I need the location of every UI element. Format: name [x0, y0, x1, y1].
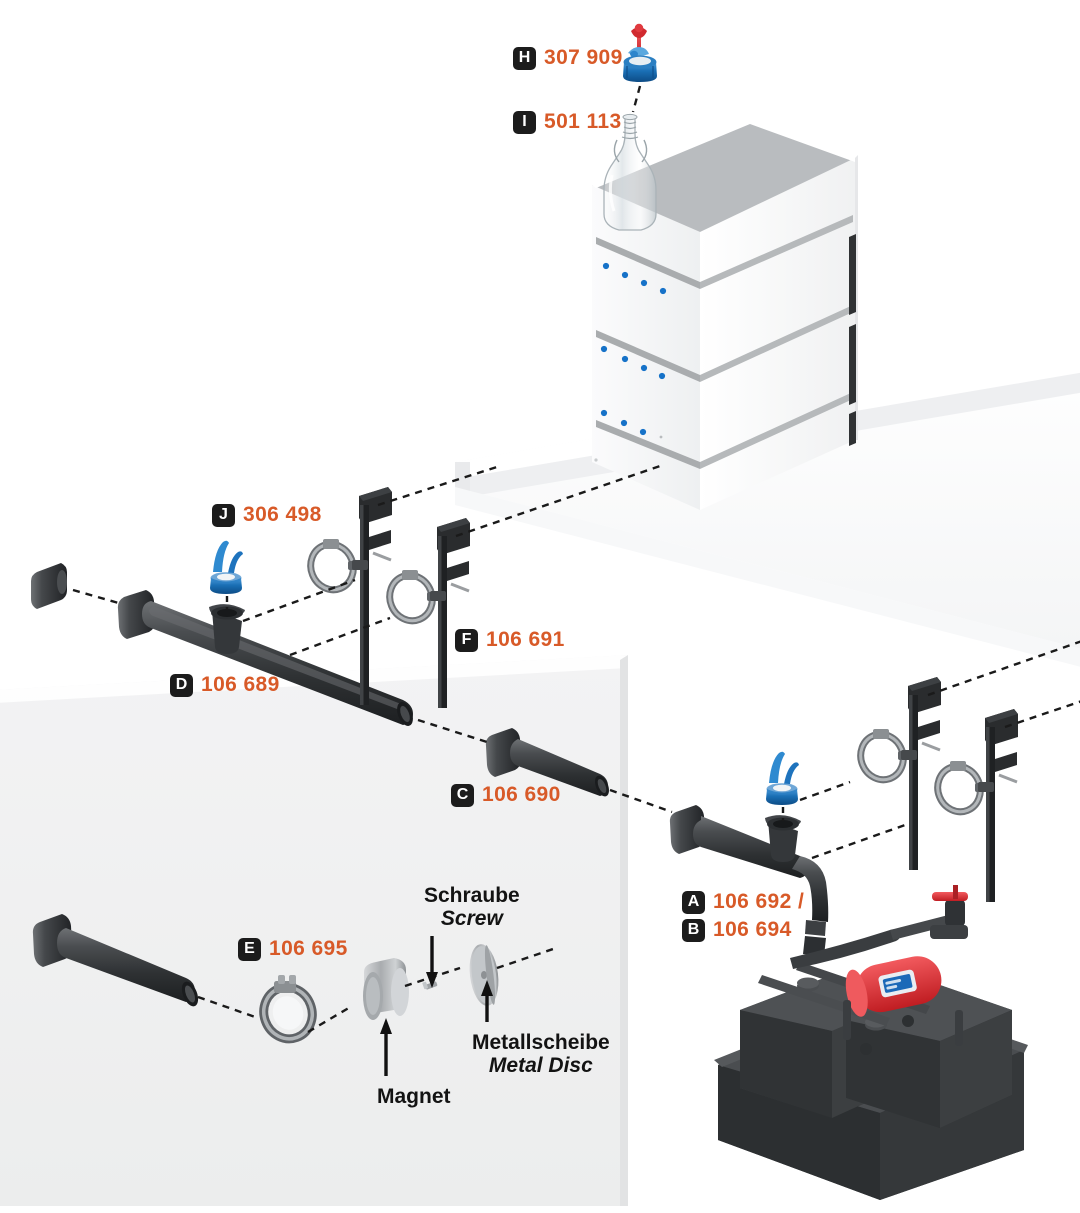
pipe-end-cap	[31, 563, 67, 609]
callout-badge-a: A	[682, 890, 705, 914]
callout-number-d: 106 689	[201, 673, 280, 696]
callout-badge-i: I	[513, 110, 536, 134]
callout-f: F 106 691	[455, 628, 565, 652]
callout-badge-f: F	[455, 628, 478, 652]
magnet-part	[363, 958, 409, 1020]
blue-fitting-right	[766, 751, 799, 805]
cabinet-column	[588, 116, 858, 510]
callout-badge-c: C	[451, 783, 474, 807]
callout-e: E 106 695	[238, 937, 348, 961]
callout-badge-b: B	[682, 918, 705, 942]
annotation-metal-disc-de: Metallscheibe	[472, 1031, 610, 1054]
callout-number-b: 106 694	[713, 918, 792, 941]
annotation-metal-disc-en: Metal Disc	[488, 1053, 593, 1077]
callout-badge-d: D	[170, 673, 193, 697]
callout-badge-e: E	[238, 937, 261, 961]
clamp-post-assembly-4	[934, 709, 1018, 902]
callout-d: D 106 689	[170, 673, 280, 697]
callout-c: C 106 690	[451, 783, 561, 807]
callout-row-a: A 106 692 /	[682, 890, 804, 914]
callout-badge-j: J	[212, 503, 235, 527]
screw-part	[422, 981, 438, 990]
annotation-screw-en: Screw	[440, 906, 503, 930]
annotation-magnet: Magnet	[377, 1085, 451, 1109]
pipe-run-upper	[31, 563, 413, 726]
clamp-post-assembly-2	[386, 518, 470, 708]
pipe-segment-e	[32, 914, 199, 1007]
callout-number-j: 306 498	[243, 503, 322, 526]
callout-badge-h: H	[513, 46, 536, 70]
callout-ab: A 106 692 / B 106 694	[682, 890, 804, 946]
callout-i: I 501 113	[513, 110, 622, 134]
annotation-screw-de: Schraube	[424, 884, 520, 907]
worktop-surface	[455, 355, 1080, 667]
annotation-metal-disc: Metallscheibe Metal Disc	[472, 1031, 610, 1077]
callout-number-h: 307 909	[544, 46, 623, 69]
clamp-post-assembly-3	[857, 677, 941, 870]
clamp-e	[259, 975, 317, 1044]
blue-cap-with-red-handle	[623, 23, 657, 82]
callout-number-i: 501 113	[544, 110, 622, 133]
callout-h: H 307 909	[513, 46, 623, 70]
callout-row-b: B 106 694	[682, 918, 804, 942]
callout-j: J 306 498	[212, 503, 322, 527]
callout-number-f: 106 691	[486, 628, 565, 651]
callout-number-e: 106 695	[269, 937, 348, 960]
callout-number-a: 106 692 /	[713, 890, 805, 913]
metal-disc-part	[469, 944, 499, 1006]
blue-fitting-j	[210, 540, 243, 594]
annotation-screw: Schraube Screw	[424, 884, 520, 930]
annotation-magnet-de: Magnet	[377, 1085, 451, 1108]
callout-number-c: 106 690	[482, 783, 561, 806]
floor-panel	[0, 655, 628, 1206]
